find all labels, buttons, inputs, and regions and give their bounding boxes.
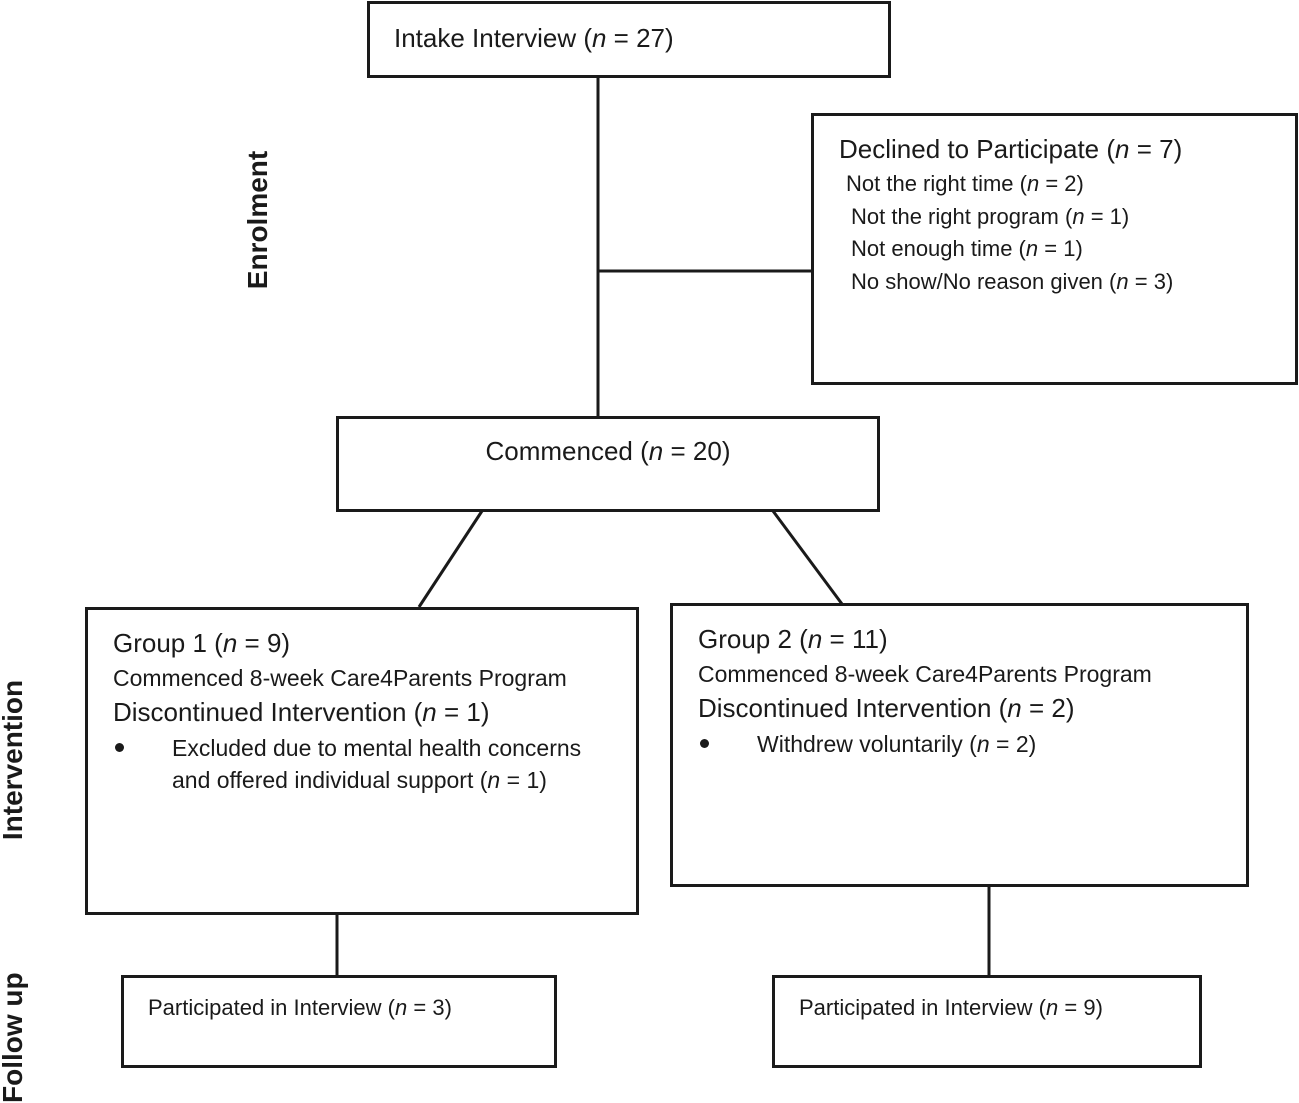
group2-bullet-line1: Withdrew voluntarily (n = 2) <box>757 731 1037 757</box>
followup1-text: Participated in Interview (n = 3) <box>148 995 452 1020</box>
group1-program-text: Commenced 8-week Care4Parents Program <box>113 665 567 691</box>
commenced-text: Commenced (n = 20) <box>485 436 731 466</box>
followup2-text: Participated in Interview (n = 9) <box>799 995 1103 1020</box>
stage-label-intervention: Intervention <box>0 679 28 841</box>
group1-heading: Group 1 (n = 9) <box>113 628 291 658</box>
intake-interview-text: Intake Interview (n = 27) <box>394 23 674 53</box>
commenced-box: Commenced (n = 20) <box>336 416 880 512</box>
declined-reason: Not enough time (n = 1) <box>851 236 1083 261</box>
group2-program-text: Commenced 8-week Care4Parents Program <box>698 661 1152 687</box>
declined-reason: Not the right program (n = 1) <box>851 204 1130 229</box>
group1-discontinued-text: Discontinued Intervention (n = 1) <box>113 697 490 727</box>
bullet-icon <box>700 739 709 748</box>
intake-interview-box: Intake Interview (n = 27) <box>367 1 891 78</box>
stage-label-enrolment: Enrolment <box>242 150 273 290</box>
stage-label-follow-up: Follow up <box>0 972 28 1103</box>
bullet-icon <box>115 743 124 752</box>
group2-box: Group 2 (n = 11) Commenced 8-week Care4P… <box>670 603 1249 887</box>
declined-reason: Not the right time (n = 2) <box>846 171 1084 196</box>
commenced-to-group1-line <box>417 510 484 608</box>
declined-heading: Declined to Participate (n = 7) <box>839 134 1183 164</box>
commenced-to-group2-line <box>771 510 844 605</box>
group2-heading: Group 2 (n = 11) <box>698 624 888 654</box>
group2-discontinued-text: Discontinued Intervention (n = 2) <box>698 693 1075 723</box>
group1-bullet-line2: and offered individual support (n = 1) <box>172 767 547 793</box>
declined-box: Declined to Participate (n = 7) Not the … <box>811 113 1298 385</box>
followup1-box: Participated in Interview (n = 3) <box>121 975 557 1068</box>
group1-bullet-line1: Excluded due to mental health concerns <box>172 735 582 761</box>
followup2-box: Participated in Interview (n = 9) <box>772 975 1202 1068</box>
group1-box: Group 1 (n = 9) Commenced 8-week Care4Pa… <box>85 607 639 915</box>
declined-reason: No show/No reason given (n = 3) <box>851 269 1174 294</box>
